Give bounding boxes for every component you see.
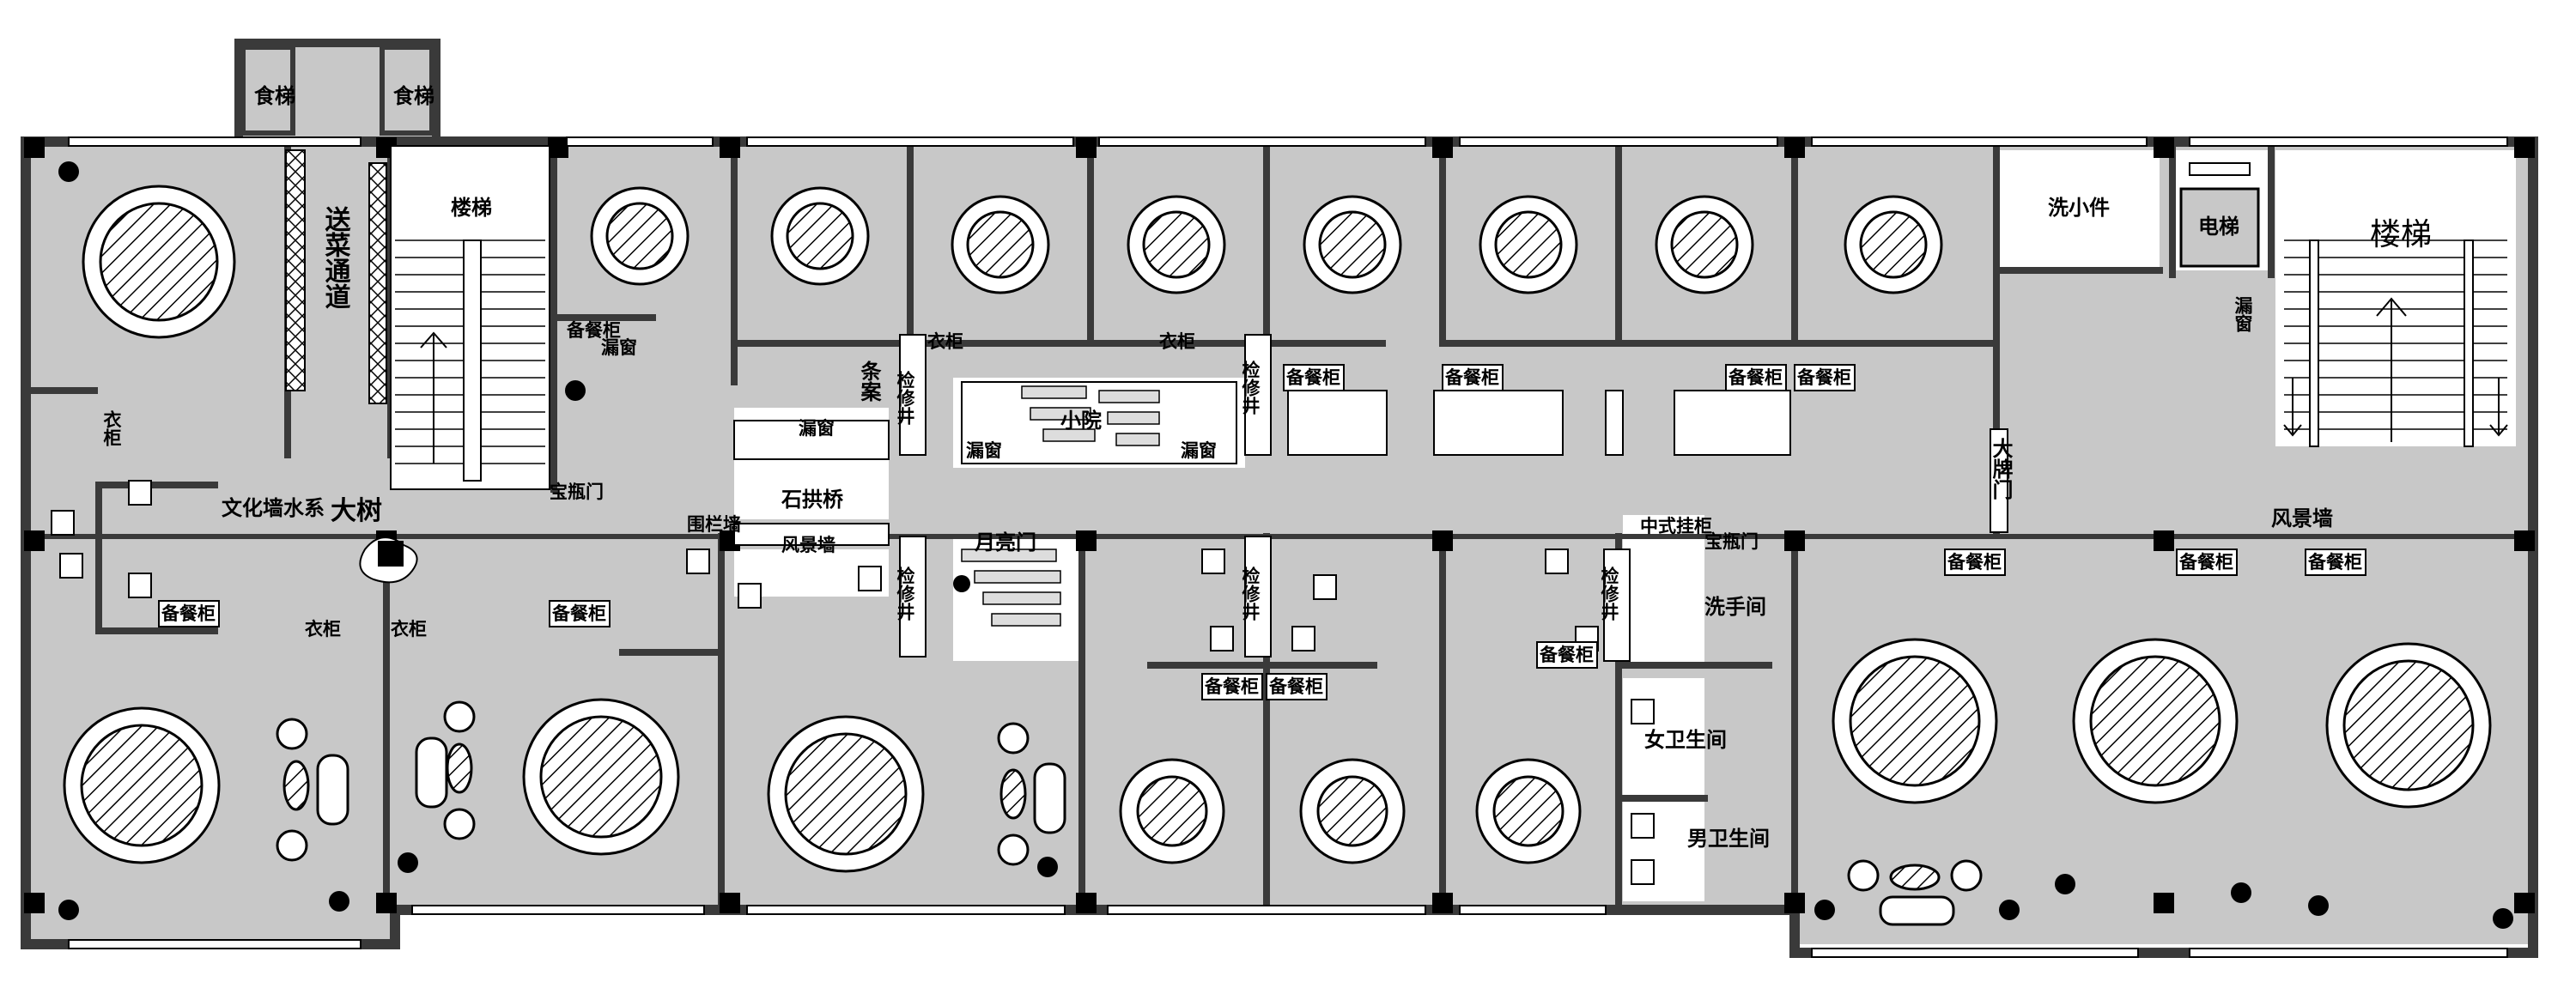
repair-shaft-tag-2: 检修井 [1240,360,1261,415]
clothes-cabinet-label-4: 衣柜 [927,331,963,352]
clothes-cabinet-label-5: 衣柜 [1159,331,1195,352]
leak-window-tag-1: 漏窗 [601,337,637,358]
clothes-cabinet-label-3: 衣柜 [391,619,427,639]
spare-cabinet-tag-10: 备餐柜 [1204,676,1259,697]
vase-gate-label-2: 宝瓶门 [1704,531,1759,552]
lounge-seating [276,700,1983,926]
leak-window-tag-2: 漏窗 [799,418,835,439]
spare-cabinet-tag-5: 备餐柜 [1728,367,1783,388]
vase-gate-label-1: 宝瓶门 [550,482,604,502]
repair-shaft-tag-3: 检修井 [895,566,916,621]
spare-cabinet-tag-7: 备餐柜 [1947,552,2002,573]
stairs-right [2283,239,2508,447]
dining-tables [63,185,2492,873]
planter-boxes [1287,390,1791,456]
spare-cabinet-tag-8: 备餐柜 [2178,552,2233,573]
spare-cabinet-tag-6: 备餐柜 [1796,367,1851,388]
spare-cabinet-tag-4: 备餐柜 [1444,367,1499,388]
spare-cabinet-tag-11: 备餐柜 [1268,676,1323,697]
clothes-cabinet-label-1: 衣柜 [101,409,122,446]
main-gate-frame [1990,428,2008,533]
moon-gate-label: 月亮门 [974,530,1036,555]
culture-wall-label: 文化墙水系 [222,496,325,520]
food-passage-shafts [285,149,387,404]
chinese-cabinet-label: 中式挂柜 [1640,516,1712,536]
main-gate-label: 大牌门 [1989,438,2013,500]
stairs-right-label: 楼梯 [2370,217,2432,252]
scenic-wall-label-2: 风景墙 [2271,506,2333,530]
spare-cabinet-tag-9: 备餐柜 [2307,552,2362,573]
leak-window-tag-3: 漏窗 [966,440,1002,461]
courtyard [733,381,1237,627]
labels: 食梯 食梯 送菜通道 楼梯 楼梯 洗小件 电梯 大牌门 文化墙水系 大树 宝瓶门… [101,84,2432,851]
stone-bridge-label: 石拱桥 [781,488,844,512]
spare-cabinet-tag-13: 备餐柜 [566,320,621,341]
elevator-label: 电梯 [2198,215,2239,239]
big-tree [359,536,418,584]
wash-small-label: 洗小件 [2048,196,2110,220]
bench-label: 条案 [857,361,882,402]
stone-rail-label: 围栏墙 [687,514,741,535]
courtyard-label: 小院 [1060,409,1102,433]
elevator-shaft [2179,162,2260,268]
female-wc-label: 女卫生间 [1644,728,1727,752]
repair-shaft-tag-1: 检修井 [895,370,916,426]
leak-window-tag-5: 漏窗 [2233,295,2253,333]
spare-cabinet-tag-2: 备餐柜 [551,603,606,624]
stairs-left [390,145,550,490]
windows [68,136,2508,958]
stairs-label: 楼梯 [451,196,492,220]
wash-room-label: 洗手间 [1704,595,1766,619]
wc-fixtures [51,480,1655,885]
repair-shaft-tag-4: 检修井 [1240,566,1261,621]
spare-cabinet-tag-1: 备餐柜 [161,603,216,624]
scenic-wall-label-1: 风景墙 [781,535,835,555]
leak-window-tag-4: 漏窗 [1181,440,1217,461]
food-passage-label: 送菜通道 [320,206,351,310]
clothes-cabinet-label-2: 衣柜 [305,619,341,639]
spare-cabinet-tag-12: 备餐柜 [1539,645,1594,665]
spare-cabinet-tag-3: 备餐柜 [1285,367,1340,388]
food-lift-label-1: 食梯 [254,84,295,108]
food-lift-label-2: 食梯 [393,84,434,108]
plant-icons [58,161,2513,929]
male-wc-label: 男卫生间 [1687,827,1770,851]
big-tree-label: 大树 [331,496,382,526]
repair-shaft-tag-5: 检修井 [1599,566,1620,621]
cabinet-tags: 备餐柜 备餐柜 备餐柜 备餐柜 备餐柜 备餐柜 备餐柜 备餐柜 备餐柜 备餐柜 … [158,295,2366,700]
